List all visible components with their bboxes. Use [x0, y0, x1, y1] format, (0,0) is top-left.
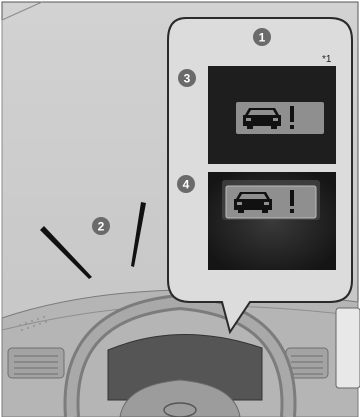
callout-3: 3	[178, 69, 196, 87]
display-screen-flashing	[208, 172, 336, 270]
display-screen-normal	[208, 66, 336, 164]
center-display	[336, 308, 360, 388]
svg-text:1: 1	[259, 31, 266, 45]
callout-2: 2	[92, 217, 110, 235]
svg-text:4: 4	[183, 178, 190, 192]
callout-4: 4	[177, 175, 195, 193]
dashboard	[2, 290, 360, 417]
callout-1: 1	[253, 28, 271, 46]
svg-text:3: 3	[184, 72, 191, 86]
svg-text:2: 2	[98, 220, 105, 234]
footnote-marker: *1	[322, 54, 332, 65]
